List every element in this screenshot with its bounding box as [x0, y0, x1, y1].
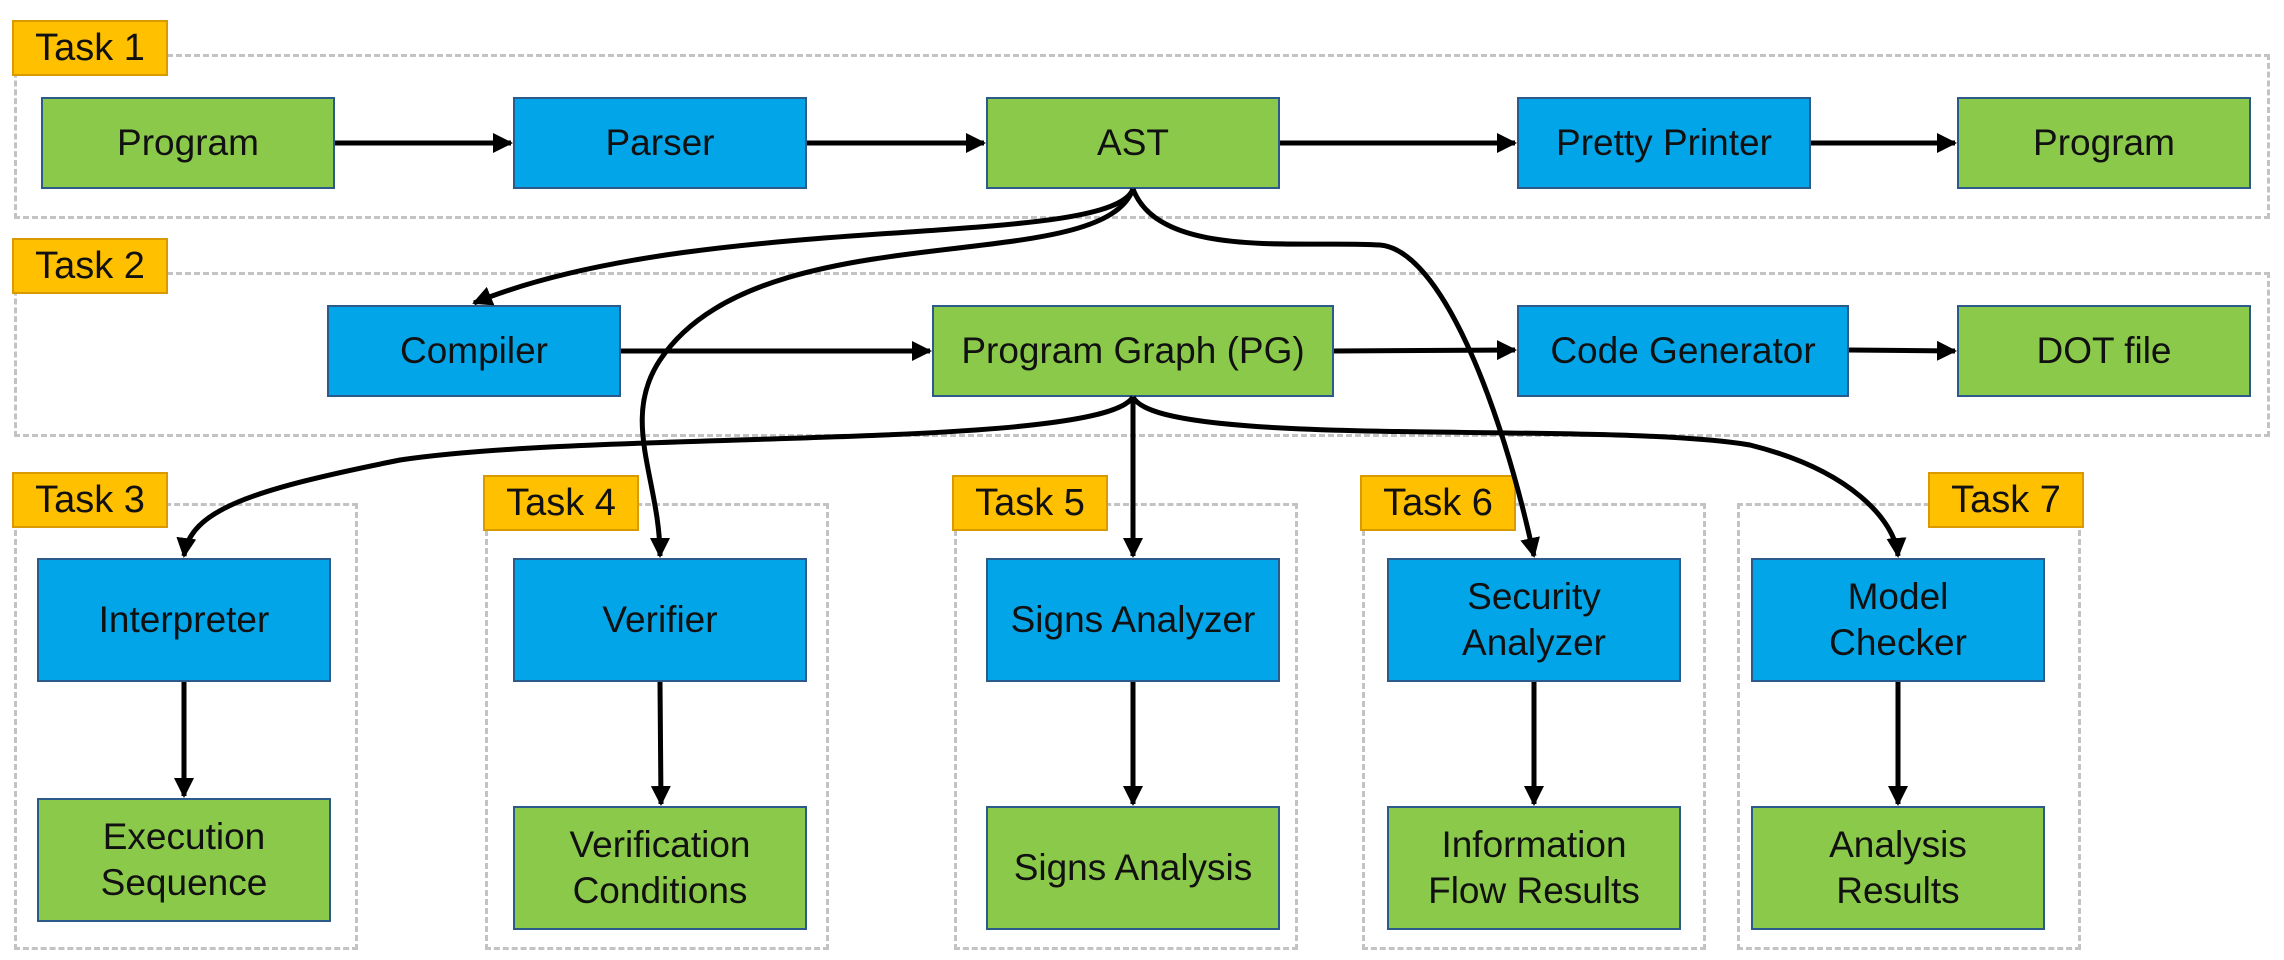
execution-sequence-node: Execution Sequence: [37, 798, 331, 922]
compiler-label: Compiler: [399, 329, 549, 371]
task-5-tag: Task 5: [952, 475, 1108, 531]
ast-label: AST: [1097, 121, 1169, 163]
program-graph-label: Program Graph (PG): [961, 329, 1305, 371]
security-analyzer-node: Security Analyzer: [1387, 558, 1681, 682]
compiler-node: Compiler: [327, 305, 621, 397]
signs-analysis-node: Signs Analysis: [986, 806, 1280, 930]
program-input-node: Program: [41, 97, 335, 189]
pretty-printer-label: Pretty Printer: [1556, 121, 1772, 163]
verification-conditions-node: Verification Conditions: [513, 806, 807, 930]
task-2-tag: Task 2: [12, 238, 168, 294]
code-generator-node: Code Generator: [1517, 305, 1849, 397]
signs-analyzer-node: Signs Analyzer: [986, 558, 1280, 682]
ast-node: AST: [986, 97, 1280, 189]
security-analyzer-label: Security Analyzer: [1462, 575, 1606, 663]
analysis-results-node: Analysis Results: [1751, 806, 2045, 930]
dot-file-node: DOT file: [1957, 305, 2251, 397]
task-3-tag: Task 3: [12, 472, 168, 528]
program-input-label: Program: [117, 121, 259, 163]
interpreter-label: Interpreter: [98, 598, 270, 640]
task-7-region: [1737, 503, 2081, 950]
program-graph-node: Program Graph (PG): [932, 305, 1334, 397]
execution-sequence-label: Execution Sequence: [100, 815, 268, 903]
interpreter-node: Interpreter: [37, 558, 331, 682]
program-output-label: Program: [2033, 121, 2175, 163]
task-1-tag: Task 1: [12, 20, 168, 76]
dot-file-label: DOT file: [2036, 329, 2172, 371]
analysis-results-label: Analysis Results: [1829, 823, 1967, 911]
information-flow-results-label: Information Flow Results: [1428, 823, 1640, 911]
signs-analyzer-label: Signs Analyzer: [1010, 598, 1256, 640]
signs-analysis-label: Signs Analysis: [1013, 846, 1253, 888]
parser-node: Parser: [513, 97, 807, 189]
task-6-tag: Task 6: [1360, 475, 1516, 531]
verifier-node: Verifier: [513, 558, 807, 682]
information-flow-results-node: Information Flow Results: [1387, 806, 1681, 930]
program-output-node: Program: [1957, 97, 2251, 189]
task-7-tag: Task 7: [1928, 472, 2084, 528]
verification-conditions-label: Verification Conditions: [569, 823, 751, 911]
model-checker-label: Model Checker: [1829, 575, 1967, 663]
task-4-tag: Task 4: [483, 475, 639, 531]
code-generator-label: Code Generator: [1550, 329, 1816, 371]
model-checker-node: Model Checker: [1751, 558, 2045, 682]
pretty-printer-node: Pretty Printer: [1517, 97, 1811, 189]
parser-label: Parser: [605, 121, 715, 163]
verifier-label: Verifier: [602, 598, 718, 640]
